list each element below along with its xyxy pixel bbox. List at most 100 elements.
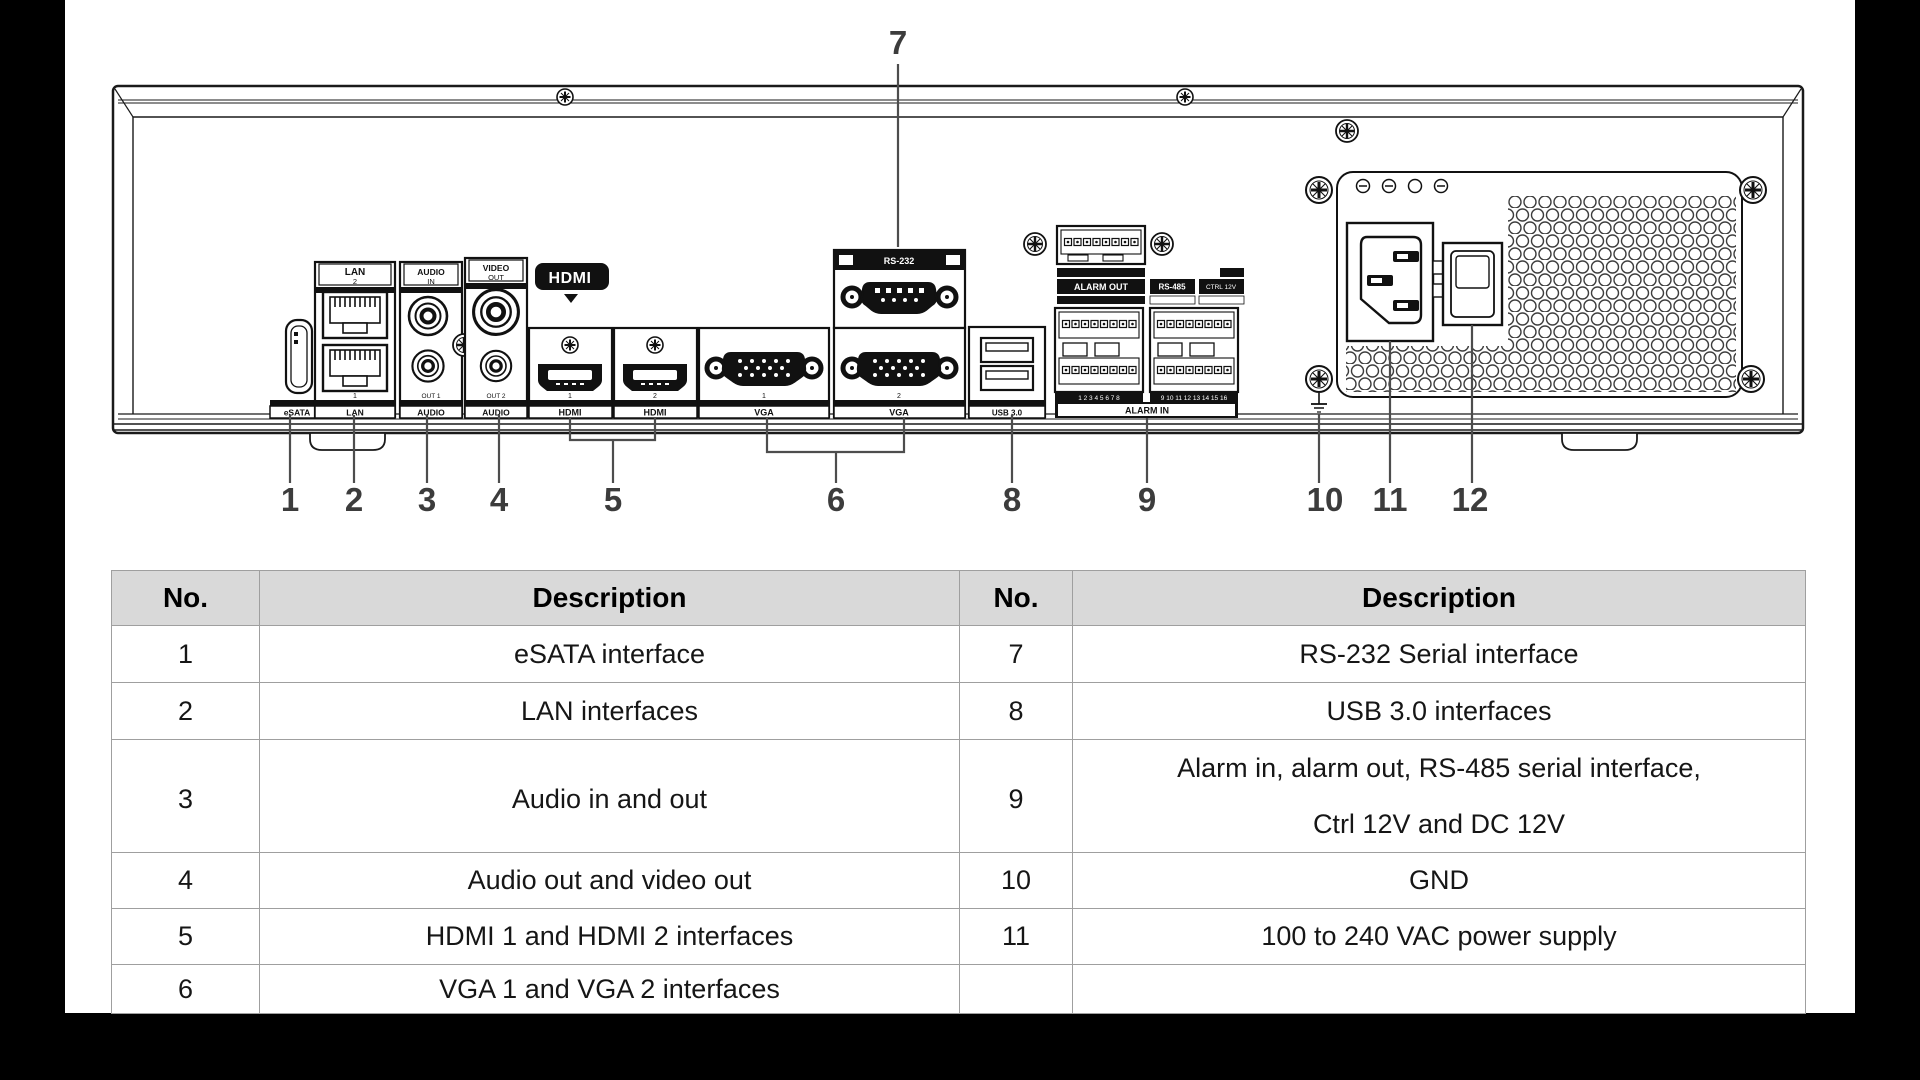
top-rail-screw-left [556,88,574,106]
power-indicator-dots [1355,178,1449,194]
callout-5: 5 [604,481,622,518]
cell-desc: HDMI 1 and HDMI 2 interfaces [259,908,960,965]
audio-bottom-label: AUDIO [417,408,445,418]
vga-port-1: 1 VGA [697,326,831,419]
cell-desc [1072,964,1806,1014]
header-desc-left: Description [259,570,960,626]
callout-11: 11 [1373,481,1408,518]
audio-out2-jack [479,349,513,383]
cell-no [959,964,1073,1014]
alarm-in-strip: ALARM IN [1055,402,1238,418]
rs485-label: RS-485 [1158,283,1186,292]
alarm-out-terminal [1022,224,1175,266]
video-out-jack [474,290,519,335]
lan-port-1 [321,343,389,393]
alarm-in-numbers-1: 1 2 3 4 5 6 7 8 [1078,395,1120,402]
top-rail-screw-right [1176,88,1194,106]
table-header-row: No. Description No. Description [111,570,1806,626]
table-row: 2 LAN interfaces 8 USB 3.0 interfaces [111,682,1806,740]
vga1-number: 1 [762,393,766,400]
header-desc-right: Description [1072,570,1806,626]
svg-text:HDMI: HDMI [549,270,592,287]
usb-label: USB 3.0 [992,409,1023,418]
vga2-label: VGA [889,408,909,418]
cell-desc: Alarm in, alarm out, RS-485 serial inter… [1072,739,1806,853]
callout-6: 6 [827,481,845,518]
audio-in-jack [407,295,449,337]
cell-desc: RS-232 Serial interface [1072,625,1806,683]
callout-8: 8 [1003,481,1021,518]
cell-desc: 100 to 240 VAC power supply [1072,908,1806,965]
chassis-screw-top [1334,118,1360,144]
lan-top-number: 2 [353,277,357,286]
hdmi-logo: HDMI [535,263,609,303]
hdmi1-label: HDMI [559,408,582,418]
rs232-port: RS-232 [832,248,967,330]
hdmi1-number: 1 [568,393,572,400]
cell-no: 2 [111,682,260,740]
alarm-in-label: ALARM IN [1125,406,1169,416]
audio-ports: AUDIO IN OUT 1 AUDIO [398,260,464,419]
right-foot [1561,432,1638,451]
cell-no: 8 [959,682,1073,740]
table-row: 3 Audio in and out 9 Alarm in, alarm out… [111,739,1806,853]
video-out-label: OUT [488,273,504,282]
lan-port-2 [321,290,389,340]
gnd-symbol-icon [1311,393,1327,413]
callout-12: 12 [1452,481,1489,518]
audio-top-label: AUDIO [417,267,445,277]
plate-screw-tr [1738,175,1768,205]
cell-desc: Audio in and out [259,739,960,853]
alarm-label-strips: ALARM OUT RS-485 CTRL 12V [1057,268,1245,305]
alarm-in-terminal-1: 1 2 3 4 5 6 7 8 [1053,306,1145,402]
cell-desc-line2: Ctrl 12V and DC 12V [1312,809,1566,839]
callout-lines [288,64,1474,483]
cell-desc: Audio out and video out [259,852,960,909]
audio-in-label: IN [427,277,435,286]
callout-9: 9 [1138,481,1156,518]
hdmi2-label: HDMI [644,408,667,418]
cell-no: 11 [959,908,1073,965]
vga-port-2: 2 VGA [832,326,967,419]
audio-out-number: OUT 1 [421,393,440,400]
rs232-label: RS-232 [884,256,915,266]
cell-desc-line1: Alarm in, alarm out, RS-485 serial inter… [1177,753,1701,783]
cell-desc: eSATA interface [259,625,960,683]
plate-screw-tl [1304,175,1334,205]
callout-3: 3 [418,481,436,518]
video-out-ports: VIDEO OUT OUT 2 AUDIO [463,256,529,419]
vga1-label: VGA [754,408,774,418]
cell-no: 4 [111,852,260,909]
power-module [1304,118,1768,413]
interface-description-table: No. Description No. Description 1 eSATA … [111,570,1806,1014]
video-top-label: VIDEO [483,263,510,273]
callout-numbers: 7 1 2 3 4 5 6 8 9 10 11 12 [281,24,1489,518]
cell-desc: USB 3.0 interfaces [1072,682,1806,740]
header-no-right: No. [959,570,1073,626]
cell-desc: VGA 1 and VGA 2 interfaces [259,964,960,1014]
cell-no: 3 [111,739,260,853]
callout-10: 10 [1307,481,1344,518]
rear-panel-diagram: eSATA LAN 2 1 LAN AUDIO IN OUT 1 [111,24,1805,518]
cell-no: 9 [959,739,1073,853]
plate-screw-br [1736,364,1766,394]
table-row: 5 HDMI 1 and HDMI 2 interfaces 11 100 to… [111,908,1806,965]
alarm-in-numbers-2: 9 10 11 12 13 14 15 16 [1161,395,1228,402]
cell-no: 5 [111,908,260,965]
esata-label: eSATA [284,408,311,418]
usb3-ports: USB 3.0 [967,325,1047,419]
lan-bottom-number: 1 [353,393,357,400]
header-no-left: No. [111,570,260,626]
alarm-in-terminal-2: 9 10 11 12 13 14 15 16 [1148,306,1240,402]
callout-2: 2 [345,481,363,518]
table-row: 6 VGA 1 and VGA 2 interfaces [111,964,1806,1014]
hdmi-port-2: 2 HDMI [612,326,699,419]
table-row: 4 Audio out and video out 10 GND [111,852,1806,909]
hdmi2-number: 2 [653,393,657,400]
vga2-number: 2 [897,393,901,400]
alarm-out-label: ALARM OUT [1074,282,1128,292]
lan-ports: LAN 2 1 LAN [313,260,397,419]
callout-4: 4 [490,481,509,518]
cell-no: 1 [111,625,260,683]
